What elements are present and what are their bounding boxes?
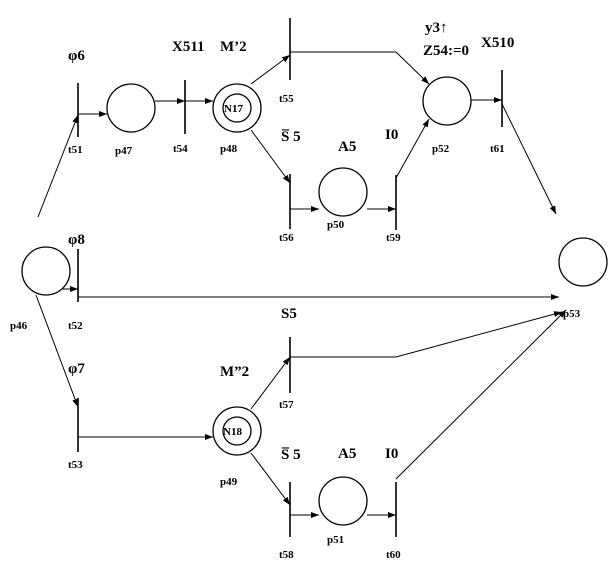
label-z54: Z54:=0 xyxy=(423,43,469,59)
label-x511: X511 xyxy=(172,39,205,55)
label-x510: X510 xyxy=(481,35,514,51)
arc-p48-t55 xyxy=(250,54,291,85)
label-t51: t51 xyxy=(68,144,83,156)
label-i0-top: I0 xyxy=(385,127,398,143)
place-p53 xyxy=(558,237,608,287)
label-t59: t59 xyxy=(386,232,401,244)
arc-p49-t57 xyxy=(250,356,291,410)
label-t60: t60 xyxy=(386,549,401,561)
arc-p49-t58 xyxy=(250,452,291,506)
arc-p46-t53 xyxy=(35,294,79,408)
label-t54: t54 xyxy=(173,143,188,155)
label-p53: p53 xyxy=(563,308,581,320)
label-s5: S5 xyxy=(281,306,297,322)
place-p46 xyxy=(21,246,71,296)
arc-t60-p53 xyxy=(395,309,567,480)
place-p47 xyxy=(106,83,156,133)
label-t52: t52 xyxy=(68,320,83,332)
label-t53: t53 xyxy=(68,459,83,471)
label-y3: y3↑ xyxy=(425,20,448,36)
label-p46: p46 xyxy=(10,320,28,332)
label-a5-top: A5 xyxy=(338,139,356,155)
label-s5-bar-bottom: S̅ 5 xyxy=(281,447,301,463)
arc-t57-p53 xyxy=(290,311,563,358)
label-t61: t61 xyxy=(490,143,505,155)
place-p48 xyxy=(212,83,262,133)
arc-t55-p52 xyxy=(290,51,430,85)
arc-p48-t56 xyxy=(250,129,291,184)
label-phi7: φ7 xyxy=(68,361,85,377)
label-t56: t56 xyxy=(279,232,294,244)
label-t55: t55 xyxy=(279,93,294,105)
token-n18: N18 xyxy=(223,426,242,438)
place-p49-token-ring xyxy=(222,416,252,446)
arc-t61-p53 xyxy=(501,103,557,215)
label-p50: p50 xyxy=(327,219,345,231)
label-a5-bottom: A5 xyxy=(338,446,356,462)
label-t57: t57 xyxy=(279,399,294,411)
arc-p46-t51 xyxy=(37,114,79,218)
place-p48-token-ring xyxy=(222,93,252,123)
label-t58: t58 xyxy=(279,549,294,561)
place-p49 xyxy=(212,406,262,456)
label-phi6: φ6 xyxy=(68,48,85,64)
label-s5-bar-top: S̅ 5 xyxy=(281,129,301,145)
label-phi8: φ8 xyxy=(68,232,85,248)
place-p50 xyxy=(318,167,368,217)
arc-t59-p52 xyxy=(395,118,430,179)
label-p47: p47 xyxy=(115,145,133,157)
place-p51 xyxy=(318,476,368,526)
label-p51: p51 xyxy=(327,534,344,546)
label-m2-prime: M’2 xyxy=(220,39,247,55)
label-m2-double-prime: M”2 xyxy=(220,364,249,380)
label-p48: p48 xyxy=(220,143,238,155)
place-p52 xyxy=(422,76,472,126)
token-n17: N17 xyxy=(224,103,243,115)
label-p52: p52 xyxy=(432,143,450,155)
label-i0-bottom: I0 xyxy=(385,446,398,462)
label-p49: p49 xyxy=(220,476,238,488)
